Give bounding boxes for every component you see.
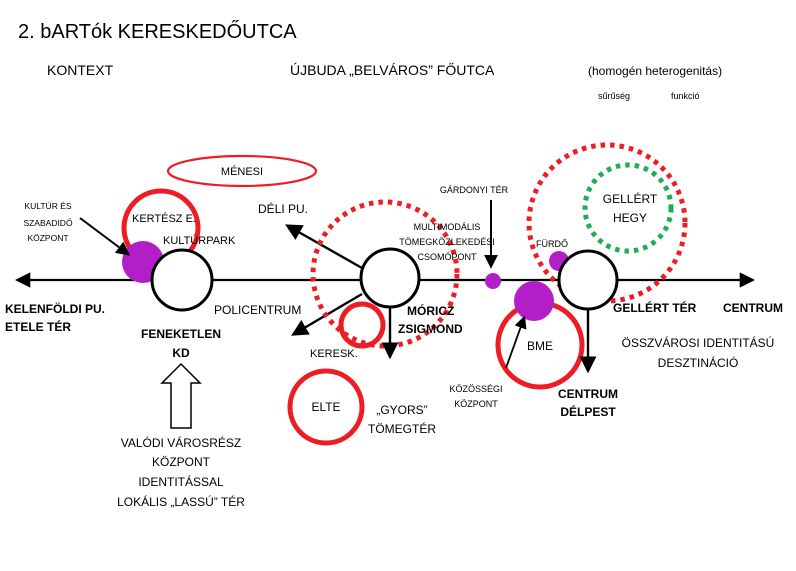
menesi-label: MÉNESI <box>221 165 263 178</box>
hollow-up-arrow <box>160 362 202 429</box>
moricz-label-2: ZSIGMOND <box>398 322 463 336</box>
osszvarosi-label-2: DESZTINÁCIÓ <box>658 355 739 370</box>
kozossegi-blob <box>514 281 554 321</box>
valodi-label-1: VALÓDI VÁROSRÉSZ <box>121 435 241 450</box>
elte-circle <box>287 368 365 446</box>
page-title: 2. bARTók KERESKEDŐUTCA <box>18 20 297 43</box>
gyors-label-2: TÖMEGTÉR <box>368 421 436 436</box>
kultur-label-2: SZABADIDŐ <box>23 218 73 228</box>
kulturpark-label: KULTÚRPARK <box>163 234 236 247</box>
deli-arrow <box>285 224 363 270</box>
valodi-label-2: KÖZPONT <box>152 455 211 469</box>
kultur-label-1: KULTÚR ÉS <box>24 201 71 211</box>
osszvarosi-label-1: ÖSSZVÁROSI IDENTITÁSÚ <box>622 335 775 350</box>
gardonyi-label: GÁRDONYI TÉR <box>440 185 509 195</box>
centrum-delpest-label-2: DÉLPEST <box>560 404 616 419</box>
policentrum-node <box>150 248 214 312</box>
multi-label-1: MULTIMODÁLIS <box>414 222 481 232</box>
gellert-hegy-circle <box>582 162 674 254</box>
valodi-label-3: IDENTITÁSSAL <box>138 474 224 489</box>
centrum-delpest-label-1: CENTRUM <box>558 387 618 401</box>
measure-b-label: funkció <box>671 91 700 101</box>
elte-label: ELTE <box>311 400 340 414</box>
gellert-hegy-label-2: HEGY <box>613 211 647 225</box>
kozossegi-arrow <box>505 315 527 369</box>
measure-a-label: sűrűség <box>598 91 630 101</box>
keresk-label: KERESK. <box>310 348 358 360</box>
gellert-ter-node <box>557 249 619 311</box>
bme-label: BME <box>527 339 553 353</box>
feneketlen-label-1: FENEKETLEN <box>141 327 221 341</box>
policentrum-label: POLICENTRUM <box>214 303 301 317</box>
furdo-label: FÜRDŐ <box>536 239 568 249</box>
gellert-hegy-label-1: GELLÉRT <box>603 191 658 206</box>
subtitle: ÚJBUDA „BELVÁROS” FŐUTCA <box>290 62 495 78</box>
gyors-label-1: „GYORS” <box>376 403 427 417</box>
keresk-circle <box>338 301 386 349</box>
moricz-dotted-circle <box>310 199 460 349</box>
kozossegi-label-1: KÖZÖSSÉGI <box>449 384 502 394</box>
feneketlen-label-2: KD <box>172 346 190 360</box>
moricz-label-1: MÓRICZ <box>407 303 454 318</box>
deli-label: DÉLI PU. <box>258 201 308 216</box>
menesi-ellipse <box>166 154 318 188</box>
gardonyi-blob <box>485 273 501 289</box>
kertesz-label: KERTÉSZ E. <box>132 212 196 225</box>
moricz-node <box>359 247 421 309</box>
kultur-label-3: KÖZPONT <box>27 233 68 243</box>
valodi-label-4: LOKÁLIS „LASSÚ” TÉR <box>117 494 245 509</box>
gellert-dotted-circle <box>526 142 688 304</box>
multi-label-3: CSOMÓPONT <box>417 252 477 262</box>
multi-label-2: TÖMEGKÖZLEKEDÉSI <box>399 237 495 247</box>
kozossegi-label-2: KÖZPONT <box>454 399 498 409</box>
context-label: KONTEXT <box>47 62 114 78</box>
kelenfold-label-1: KELENFÖLDI PU. <box>5 301 105 316</box>
kelenfold-label-2: ETELE TÉR <box>5 319 71 334</box>
measure-label: (homogén heterogenitás) <box>588 64 722 78</box>
centrum-label: CENTRUM <box>723 301 783 315</box>
kultur-arrow <box>79 217 131 256</box>
gellert-ter-label: GELLÉRT TÉR <box>613 300 697 315</box>
